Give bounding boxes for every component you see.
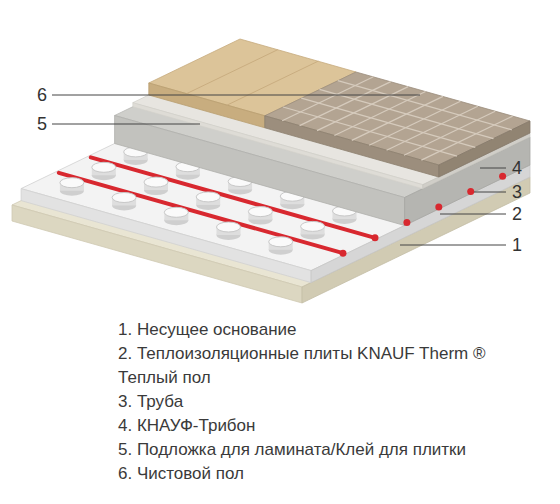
list-item: 2. Теплоизоляционные плиты KNAUF Therm ®… [118,342,498,390]
list-item: 4. КНАУФ-Трибон [118,414,255,438]
callout-number: 5 [37,112,47,136]
pipe-end [467,188,474,195]
list-item: 6. Чистовой пол [118,462,244,486]
callout-number: 3 [512,180,522,204]
pipe-end [499,173,506,180]
callout-number: 1 [512,233,522,257]
tile-joint [320,89,494,138]
tile-joint [283,107,457,156]
tile-joint [338,81,512,130]
pipe-end [403,219,410,226]
leader-line [474,192,506,193]
leader-line [440,214,506,215]
insulation-boss [196,192,220,210]
leader-line [52,124,200,125]
list-item: 5. Подложка для ламината/Клей для плитки [118,438,466,462]
callout-number: 2 [512,202,522,226]
tile-joint [404,111,495,155]
insulation-boss [144,177,168,195]
insulation-boss [164,207,188,225]
insulation-boss [92,162,116,180]
callout-number: 6 [37,83,47,107]
list-item: 1. Несущее основание [118,318,297,342]
pipe-end [372,234,379,241]
tile-joints [282,77,512,160]
tile-front [265,116,439,177]
wood-front [149,83,265,128]
insulation-boss [112,193,136,211]
insulation-boss [217,222,241,240]
leader-line [52,95,420,96]
tile-joint [301,98,475,147]
tile-joint [300,82,391,126]
leader-line [480,168,506,169]
pipe-end [340,250,347,257]
insulation-boss [301,221,325,239]
pipe-end [435,204,442,211]
leader-lines [52,95,506,245]
callout-number: 4 [512,156,522,180]
leader-line [400,245,506,246]
insulation-boss [269,237,293,255]
insulation-boss [60,178,84,196]
list-item: 3. Труба [118,390,183,414]
insulation-boss [248,207,272,225]
